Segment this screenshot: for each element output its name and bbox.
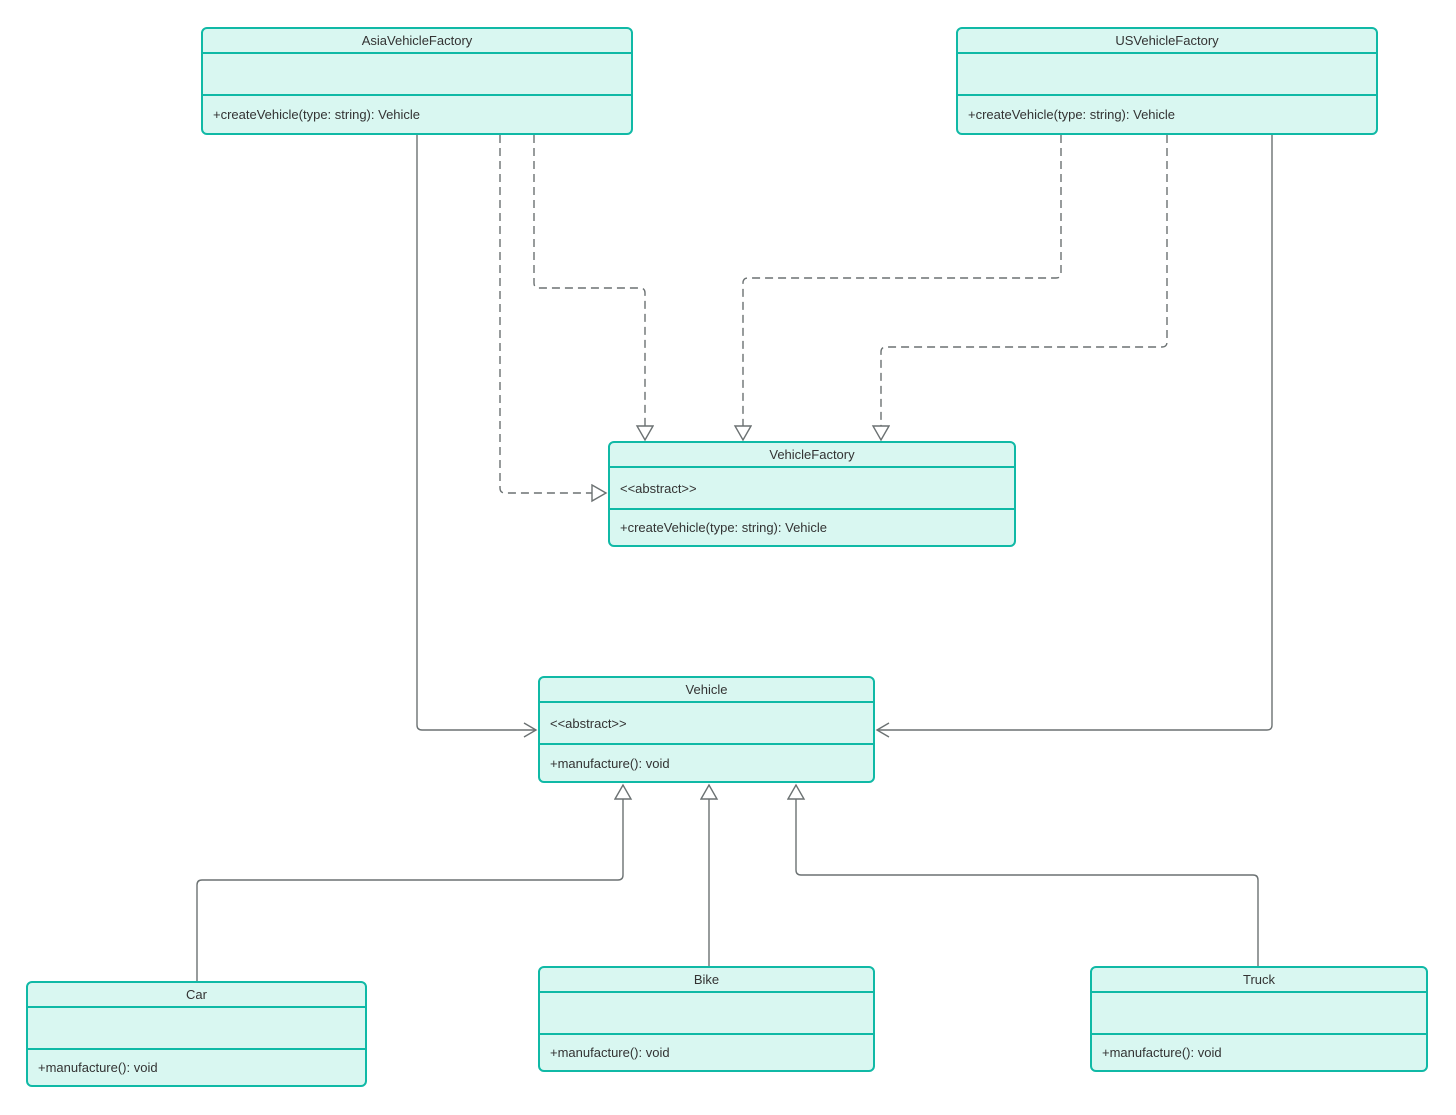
class-stereotype: <<abstract>> [540, 703, 873, 745]
edge-car-extends-vehicle[interactable] [196, 785, 623, 981]
class-car[interactable]: Car +manufacture(): void [26, 981, 367, 1087]
class-asia-vehicle-factory[interactable]: AsiaVehicleFactory +createVehicle(type: … [201, 27, 633, 135]
class-truck[interactable]: Truck +manufacture(): void [1090, 966, 1428, 1072]
class-stereotype: <<abstract>> [610, 468, 1014, 510]
class-method: +manufacture(): void [550, 1045, 670, 1060]
class-name: VehicleFactory [610, 443, 1014, 468]
class-attributes [958, 54, 1376, 96]
class-vehicle-factory[interactable]: VehicleFactory <<abstract>> +createVehic… [608, 441, 1016, 547]
class-attributes [28, 1008, 365, 1050]
class-name: Car [28, 983, 365, 1008]
class-method: +createVehicle(type: string): Vehicle [968, 107, 1176, 122]
class-vehicle[interactable]: Vehicle <<abstract>> +manufacture(): voi… [538, 676, 875, 783]
class-method: +manufacture(): void [550, 755, 670, 771]
class-us-vehicle-factory[interactable]: USVehicleFactory +createVehicle(type: st… [956, 27, 1378, 135]
class-name: USVehicleFactory [958, 29, 1376, 54]
class-method: +manufacture(): void [1102, 1045, 1222, 1060]
class-attributes [540, 993, 873, 1035]
class-attributes [1092, 993, 1426, 1035]
class-name: AsiaVehicleFactory [203, 29, 631, 54]
edge-asia-creates-vehicle[interactable] [416, 135, 538, 738]
edge-us-realizes-vehiclefactory-top-2[interactable] [881, 135, 1168, 440]
class-name: Truck [1092, 968, 1426, 993]
edge-us-realizes-vehiclefactory-top-1[interactable] [743, 135, 1062, 440]
edge-asia-realizes-vehiclefactory-left[interactable] [499, 135, 606, 493]
class-name: Vehicle [540, 678, 873, 703]
class-bike[interactable]: Bike +manufacture(): void [538, 966, 875, 1072]
class-name: Bike [540, 968, 873, 993]
edge-truck-extends-vehicle[interactable] [796, 785, 1259, 966]
class-method: +createVehicle(type: string): Vehicle [620, 520, 828, 535]
class-method: +createVehicle(type: string): Vehicle [213, 107, 421, 122]
class-attributes [203, 54, 631, 96]
edge-us-creates-vehicle[interactable] [875, 135, 1273, 738]
class-method: +manufacture(): void [38, 1060, 158, 1075]
edge-asia-realizes-vehiclefactory-top[interactable] [533, 135, 645, 440]
